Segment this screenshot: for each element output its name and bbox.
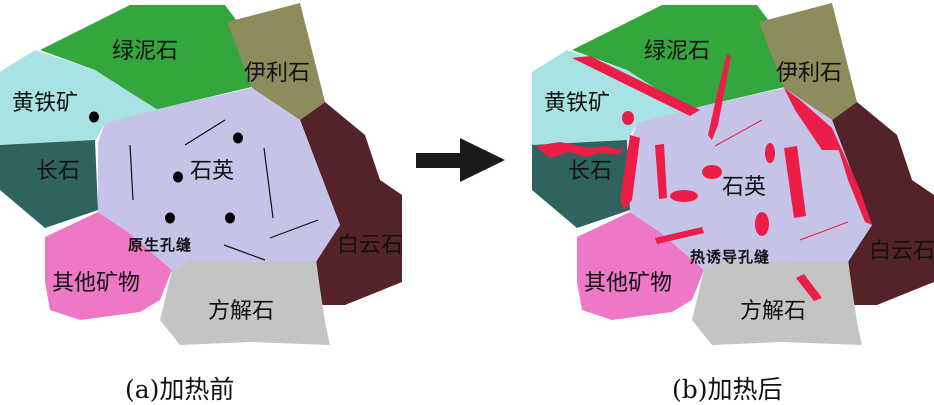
other-minerals-label-b: 其他矿物 — [584, 271, 672, 296]
dolomite-region-b — [832, 102, 934, 305]
illite-label-b: 伊利石 — [776, 61, 842, 86]
feldspar-region-a — [0, 140, 98, 228]
primary-pores-a — [89, 111, 243, 224]
other-region-a — [45, 212, 172, 320]
chlorite-region-a — [40, 5, 252, 110]
calcite-region-b — [692, 260, 862, 345]
quartz-region-a — [98, 88, 340, 270]
right-arrow-icon — [416, 138, 505, 182]
dolomite-label-a: 白云石 — [337, 233, 403, 258]
calcite-region-a — [160, 260, 330, 345]
calcite-label-a: 方解石 — [208, 299, 274, 324]
chlorite-region-b — [572, 5, 785, 110]
thermal-fractures-b — [535, 54, 872, 301]
chlorite-label-b: 绿泥石 — [644, 39, 710, 64]
chlorite-label-a: 绿泥石 — [112, 39, 178, 64]
thermal-pore-label: 热诱导孔缝 — [690, 248, 770, 266]
caption-b: (b)加热后 — [672, 375, 783, 404]
other-region-b — [577, 212, 704, 320]
pyrite-region-a — [0, 50, 158, 145]
feldspar-region-b — [532, 140, 630, 228]
quartz-label-a: 石英 — [190, 159, 234, 184]
dolomite-label-b: 白云石 — [869, 239, 934, 264]
illite-label-a: 伊利石 — [244, 61, 310, 86]
dolomite-region-a — [300, 102, 402, 305]
panel-b: 绿泥石 伊利石 黄铁矿 长石 石英 白云石 其他矿物 方解石 热诱导孔缝 — [532, 3, 934, 345]
calcite-label-b: 方解石 — [740, 299, 806, 324]
thin-fractures-b — [714, 119, 849, 241]
quartz-label-b: 石英 — [722, 175, 766, 200]
illite-region-a — [227, 3, 325, 120]
primary-fractures-a — [129, 119, 319, 261]
pyrite-label-b: 黄铁矿 — [544, 91, 610, 116]
primary-pore-label: 原生孔缝 — [128, 236, 192, 254]
illite-region-b — [759, 3, 857, 120]
other-minerals-label-a: 其他矿物 — [52, 271, 140, 296]
feldspar-label-b: 长石 — [568, 159, 612, 184]
panel-a: 绿泥石 伊利石 黄铁矿 长石 石英 白云石 其他矿物 方解石 原生孔缝 — [0, 3, 403, 345]
pyrite-region-b — [532, 50, 690, 145]
feldspar-label-a: 长石 — [36, 159, 80, 184]
caption-a: (a)加热前 — [125, 375, 234, 404]
pyrite-label-a: 黄铁矿 — [12, 91, 78, 116]
